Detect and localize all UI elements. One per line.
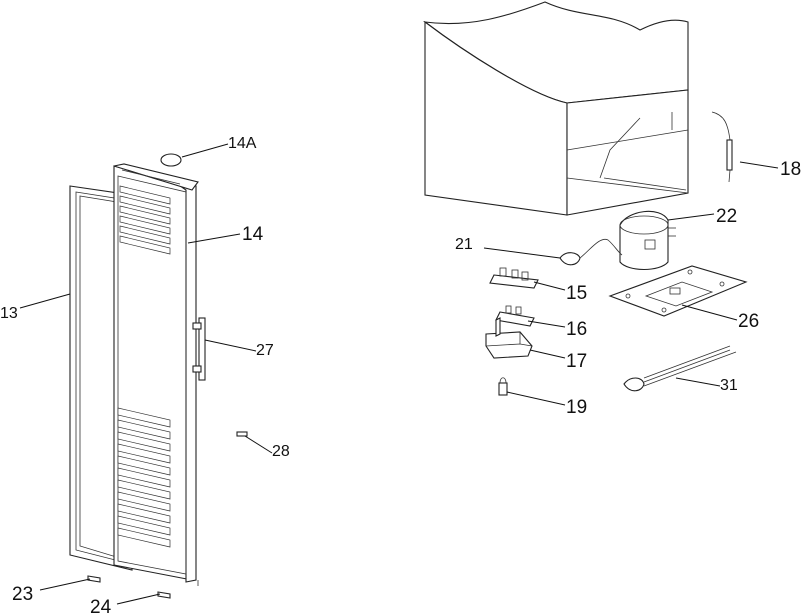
relay (498, 377, 508, 396)
callout-18: 18 (780, 159, 801, 180)
door-top-cap (160, 153, 182, 167)
callout-24: 24 (90, 597, 112, 616)
hinge-24 (157, 591, 171, 599)
door-upper-vents (119, 185, 171, 255)
door-panel (113, 163, 199, 586)
callout-31: 31 (720, 377, 738, 394)
hinge-23 (87, 575, 101, 583)
callout-19: 19 (566, 397, 587, 418)
cabinet (423, 1, 689, 216)
capillary-bulb (559, 238, 623, 266)
callout-21: 21 (455, 236, 473, 253)
callout-15: 15 (566, 283, 587, 304)
compressor (619, 210, 676, 271)
thermostat-sensor (711, 111, 733, 183)
callout-17: 17 (566, 351, 587, 372)
clip-part (236, 431, 248, 437)
callout-14: 14 (242, 224, 264, 245)
callout-23: 23 (12, 584, 33, 605)
electronic-housing (485, 317, 533, 359)
callout-27: 27 (256, 342, 274, 359)
control-board (489, 267, 539, 289)
board-16 (495, 305, 535, 327)
callout-16: 16 (566, 319, 587, 340)
door-handle (192, 317, 206, 381)
callout-14a: 14A (228, 135, 257, 152)
door-lower-vents (117, 407, 171, 548)
callout-13: 13 (0, 305, 18, 322)
callout-28: 28 (272, 443, 290, 460)
callout-26: 26 (738, 311, 759, 332)
heater-tube (623, 345, 737, 392)
base-plate (608, 265, 748, 317)
callout-22: 22 (716, 206, 737, 227)
